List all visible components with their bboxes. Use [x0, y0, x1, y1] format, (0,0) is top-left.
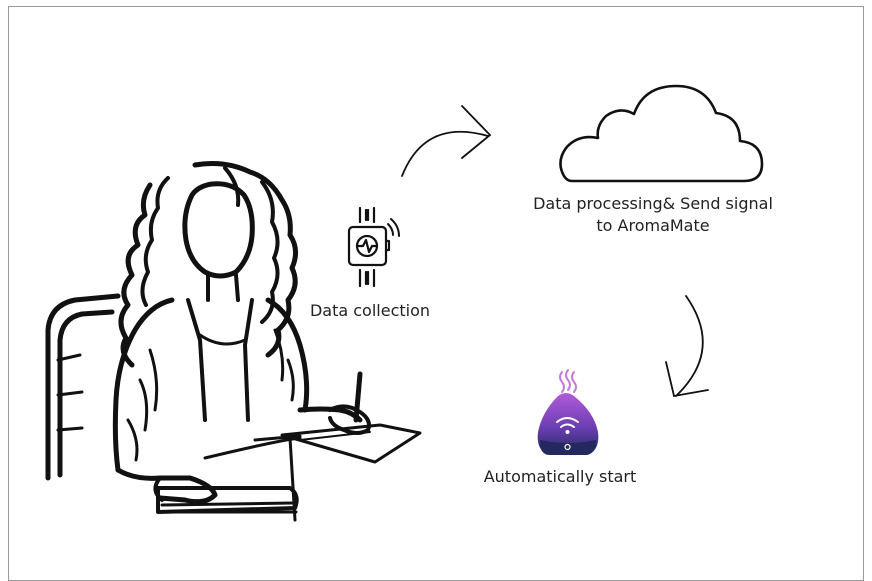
- cloud-icon: [559, 84, 764, 183]
- diffuser-icon: [537, 369, 599, 455]
- automatically-start-label: Automatically start: [483, 467, 637, 486]
- data-collection-label: Data collection: [309, 301, 431, 320]
- arrow-collection-to-cloud: [401, 105, 492, 177]
- smartwatch-icon: [347, 206, 400, 288]
- arrow-cloud-to-diffuser: [665, 295, 709, 398]
- data-processing-label-line1: Data processing& Send signal: [533, 194, 773, 213]
- data-processing-label: Data processing& Send signal to AromaMat…: [518, 193, 788, 237]
- data-processing-label-line2: to AromaMate: [596, 216, 710, 235]
- woman-writing-illustration: [45, 161, 422, 522]
